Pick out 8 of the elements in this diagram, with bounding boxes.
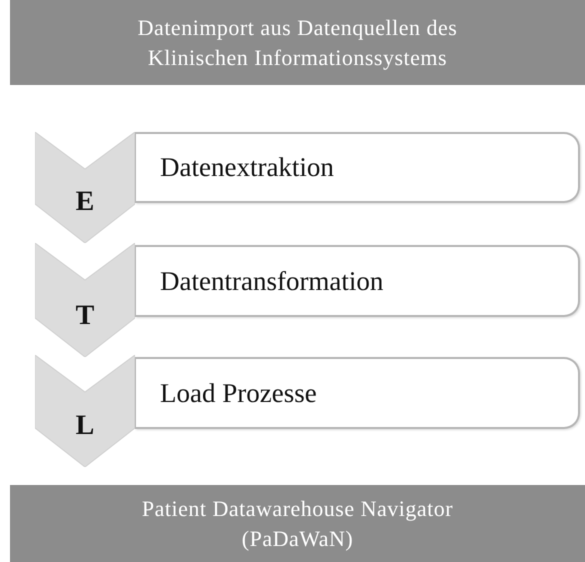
banner: Patient Datawarehouse Navigator (PaDaWaN) <box>10 485 585 562</box>
step-box: Datenextraktion <box>135 132 580 203</box>
step-letter: T <box>74 300 96 332</box>
step-box: Load Prozesse <box>135 357 580 429</box>
step-letter: E <box>74 186 96 218</box>
step-letter: L <box>74 410 96 442</box>
step-box: Datentransformation <box>135 245 580 317</box>
banner: Datenimport aus Datenquellen des Klinischen Informationssystems <box>10 0 585 85</box>
